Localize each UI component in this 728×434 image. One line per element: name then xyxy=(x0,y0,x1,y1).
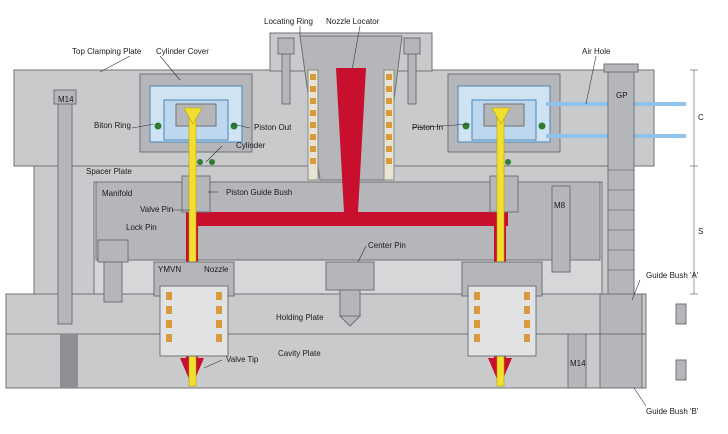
label-biton-ring: Biton Ring xyxy=(94,121,131,130)
label-cavity-plate: Cavity Plate xyxy=(278,349,321,358)
label-spacer-plate: Spacer Plate xyxy=(86,167,132,176)
left-nozzle xyxy=(153,261,235,357)
m8-bolt xyxy=(551,185,571,273)
m14-bolt-right xyxy=(567,333,587,389)
cavity-plate xyxy=(5,333,647,389)
m14-bolt-left xyxy=(53,89,78,388)
label-m14-left: M14 xyxy=(58,95,74,104)
label-cylinder: Cylinder xyxy=(236,141,266,150)
holding-plate xyxy=(5,293,647,335)
leader-lines xyxy=(99,25,647,407)
label-valve-pin: Valve Pin xyxy=(140,205,173,214)
label-ymvn: YMVN xyxy=(158,265,181,274)
label-gp: GP xyxy=(616,91,628,100)
label-locating-ring: Locating Ring xyxy=(264,17,313,26)
lock-pin xyxy=(97,239,129,303)
label-center-pin: Center Pin xyxy=(368,241,406,250)
label-piston-in: Piston In xyxy=(412,123,443,132)
label-valve-tip: Valve Tip xyxy=(226,355,259,364)
label-nozzle: Nozzle xyxy=(204,265,229,274)
label-m14-right: M14 xyxy=(570,359,586,368)
right-nozzle xyxy=(461,261,543,357)
label-m8: M8 xyxy=(554,201,566,210)
label-guide-bush-b: Guide Bush 'B' xyxy=(646,407,699,416)
valve-pins xyxy=(183,107,511,387)
label-holding-plate: Holding Plate xyxy=(276,313,324,322)
guide-bush-b xyxy=(599,333,643,389)
label-guide-bush-a: Guide Bush 'A' xyxy=(646,271,699,280)
label-piston-out: Piston Out xyxy=(254,123,292,132)
label-top-clamping-plate: Top Clamping Plate xyxy=(72,47,142,56)
label-piston-guide-bush: Piston Guide Bush xyxy=(226,188,292,197)
label-air-hole: Air Hole xyxy=(582,47,611,56)
label-c-dim: C xyxy=(698,113,704,122)
label-cylinder-cover: Cylinder Cover xyxy=(156,47,209,56)
label-nozzle-locator: Nozzle Locator xyxy=(326,17,380,26)
label-lock-pin: Lock Pin xyxy=(126,223,157,232)
label-manifold: Manifold xyxy=(102,189,132,198)
guide-bush-a xyxy=(599,293,643,335)
dimension-lines xyxy=(690,69,698,295)
center-pin xyxy=(325,261,375,327)
label-s-dim: S xyxy=(698,227,703,236)
sprue-heater xyxy=(307,69,395,181)
